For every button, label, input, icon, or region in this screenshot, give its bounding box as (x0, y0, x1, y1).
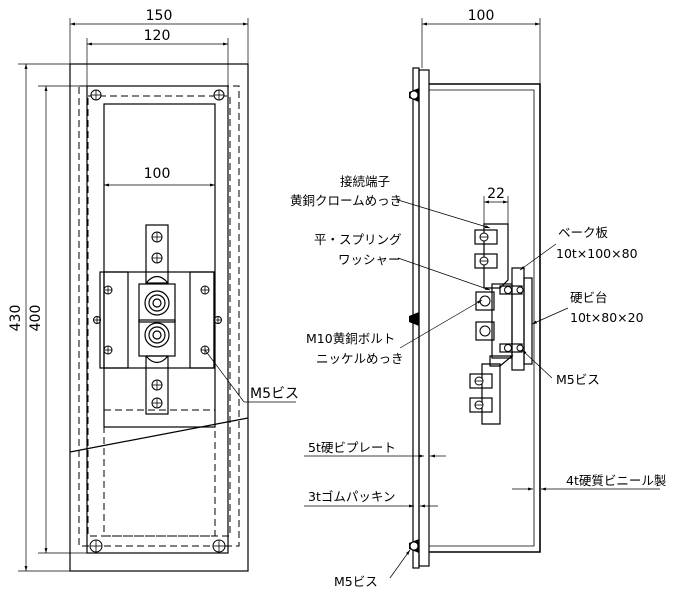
front-bolt-upper (138, 283, 176, 323)
dim-100-front-label: 100 (144, 166, 171, 182)
dim-100-side: 100 (421, 8, 541, 84)
board-screw-1 (103, 285, 113, 295)
front-bolt-lower (138, 319, 176, 357)
dim-22-label: 22 (487, 186, 505, 202)
label-rubber-packing: 3tゴムパッキン (304, 489, 438, 508)
label-pvc-cover: 4t硬質ビニール製 (512, 473, 666, 491)
side-screw-top (409, 88, 419, 102)
dim-22: 22 (483, 186, 509, 224)
label-terminal-line1: 接続端子 (340, 174, 390, 189)
label-rubber-packing-text: 3tゴムパッキン (308, 489, 395, 504)
label-bottom-m5: M5ビス (334, 549, 411, 589)
side-board-screw-top (499, 285, 524, 295)
dim-150: 150 (69, 8, 249, 64)
corner-screw-tl (90, 89, 102, 101)
dim-120-label: 120 (144, 28, 171, 44)
front-mount-plate (86, 85, 229, 554)
label-side-m5: M5ビス (521, 349, 600, 387)
dim-400: 400 (28, 85, 96, 554)
front-terminal-top (145, 224, 169, 284)
dim-120: 120 (86, 28, 229, 86)
side-bolts (475, 283, 514, 367)
corner-screw-br (212, 539, 226, 553)
side-board-screw-bottom (499, 343, 524, 353)
front-inner-plate (103, 103, 216, 428)
front-m5-leader: M5ビス (204, 349, 299, 403)
label-washer-line1: 平・スプリング (314, 232, 402, 247)
label-bolt-line1: M10黄銅ボルト (306, 331, 395, 346)
front-terminal-bottom (145, 355, 169, 415)
front-dashed-frame-inner (87, 95, 231, 537)
label-terminal-line2: 黄銅クロームめっき (290, 193, 402, 208)
label-pvc-base: 硬ビ台 10t×80×20 (531, 290, 644, 325)
label-pvc-plate: 5t硬ビプレート (304, 440, 446, 458)
side-pvc-cover-inner (429, 89, 535, 547)
front-outer-panel (69, 63, 249, 572)
front-cut-line (69, 417, 249, 453)
front-pvc-base-left (103, 271, 129, 369)
board-screw-3 (103, 345, 113, 355)
label-bottom-m5-text: M5ビス (334, 574, 378, 589)
label-washer: 平・スプリング ワッシャー (314, 232, 491, 291)
side-screw-bottom (409, 539, 419, 553)
side-terminal-lower (469, 363, 501, 425)
side-terminal-upper (474, 223, 509, 289)
label-bakelite-line1: ベーク板 (558, 225, 609, 240)
label-bakelite: ベーク板 10t×100×80 (519, 225, 638, 271)
dim-430-label: 430 (8, 305, 24, 332)
label-pvc-plate-text: 5t硬ビプレート (308, 440, 396, 455)
front-view: 150 120 100 430 400 (8, 8, 299, 572)
dim-150-label: 150 (146, 8, 173, 24)
label-terminal: 接続端子 黄銅クロームめっき (290, 174, 491, 229)
dim-430: 430 (8, 63, 70, 572)
side-pvc-base (523, 277, 533, 365)
dim-400-label: 400 (28, 305, 44, 332)
label-bakelite-line2: 10t×100×80 (556, 246, 638, 261)
front-m5-label: M5ビス (250, 386, 299, 402)
mid-screw-left (93, 316, 101, 324)
dim-100-front: 100 (104, 166, 215, 187)
corner-screw-tr (213, 89, 225, 101)
label-pvc-base-line2: 10t×80×20 (570, 310, 644, 325)
side-pvc-cover (429, 83, 541, 553)
front-lower-dashed (103, 409, 216, 537)
dim-100-side-label: 100 (468, 8, 495, 24)
label-bolt: M10黄銅ボルト ニッケルめっき (306, 299, 483, 366)
corner-screw-bl (89, 539, 103, 553)
label-pvc-cover-text: 4t硬質ビニール製 (566, 473, 666, 488)
label-washer-line2: ワッシャー (338, 252, 401, 267)
side-pvc-plate (418, 69, 430, 567)
label-side-m5-text: M5ビス (556, 372, 600, 387)
board-screw-2 (200, 285, 210, 295)
mid-screw-right (214, 316, 222, 324)
front-pvc-base-right (189, 271, 215, 369)
label-pvc-base-line1: 硬ビ台 (570, 290, 608, 305)
side-screw-mid (409, 312, 419, 326)
side-bakelite-board (511, 267, 525, 371)
side-view: 100 22 接続端子 黄銅クロームめっき 平・スプリング ワッシャー M10黄… (290, 8, 666, 589)
label-bolt-line2: ニッケルめっき (316, 351, 404, 366)
